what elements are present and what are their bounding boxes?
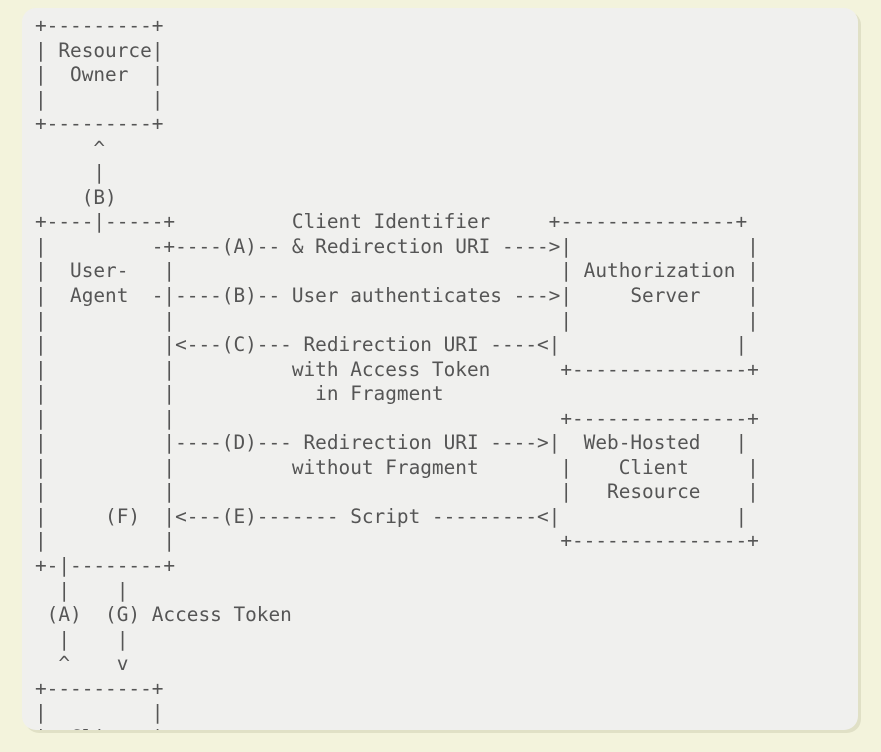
ascii-flow-diagram: +---------+ | Resource| | Owner | | | +-…: [35, 14, 759, 730]
ascii-diagram-panel: +---------+ | Resource| | Owner | | | +-…: [22, 8, 858, 730]
